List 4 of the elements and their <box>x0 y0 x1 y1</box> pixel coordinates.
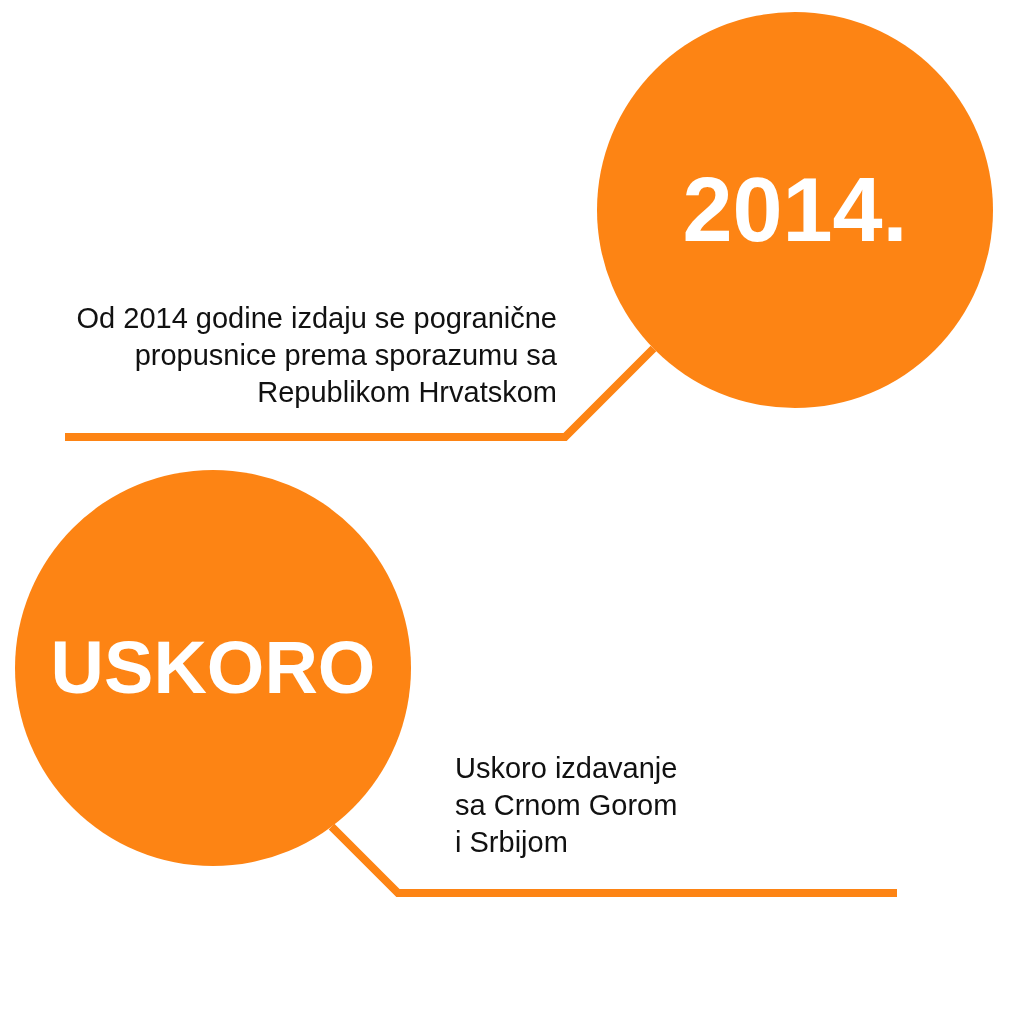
circle-heading: 2014. <box>682 165 908 255</box>
circle-heading: USKORO <box>50 631 376 705</box>
description-text: Od 2014 godine izdaju se pogranične propusnice prema sporazumu sa Republikom Hrvatskom <box>62 300 557 411</box>
description-text: Uskoro izdavanje sa Crnom Gorom i Srbijom <box>455 750 684 861</box>
